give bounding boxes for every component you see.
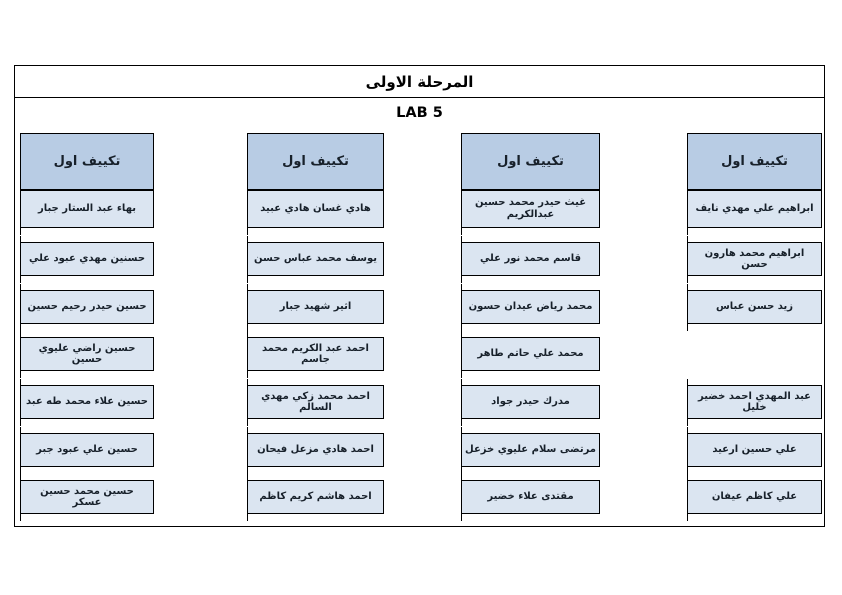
schedule-table: المرحلة الاولى LAB 5 تكييف اول ابراهيم عل… <box>14 65 825 527</box>
student-name: مقتدى علاء خضير <box>487 491 574 503</box>
student-name-box: حسين علاء محمد طه عبد <box>19 379 154 426</box>
lab-title-row: LAB 5 <box>15 98 824 128</box>
student-name: احمد هاشم كريم كاظم <box>259 491 372 503</box>
student-name: ابراهيم محمد هارون حسن <box>704 247 805 271</box>
student-name-box: محمد علي حاتم طاهر <box>460 331 600 378</box>
student-name-box: حسين راضي عليوي حسين <box>19 331 154 378</box>
student-name-box: محمد رياض عيدان حسون <box>460 284 600 331</box>
student-name-box: مقتدى علاء خضير <box>460 474 600 521</box>
student-name-box: حسين حيدر رحيم حسين <box>19 284 154 331</box>
group-header: تكييف اول <box>20 132 154 190</box>
stage-title-row: المرحلة الاولى <box>15 66 824 98</box>
student-name-box: ابراهيم علي مهدي نايف <box>686 189 822 235</box>
stage-title: المرحلة الاولى <box>365 72 474 91</box>
student-name-box: عبد المهدي احمد خضير خليل <box>686 379 822 426</box>
group-header: تكييف اول <box>247 132 384 190</box>
student-name-box: مدرك حيدر جواد <box>460 379 600 426</box>
student-name: مدرك حيدر جواد <box>491 396 570 408</box>
student-name-box: مرتضى سلام عليوي خزعل <box>460 427 600 474</box>
student-name-box: حسنين مهدي عبود علي <box>19 236 154 283</box>
student-name-box: بهاء عبد الستار جبار <box>19 189 154 235</box>
student-name: قاسم محمد نور علي <box>479 253 582 265</box>
student-name: حسين علي عبود جبر <box>36 444 138 456</box>
student-name: محمد علي حاتم طاهر <box>477 348 584 360</box>
student-name: حسين راضي عليوي حسين <box>38 342 136 366</box>
student-name-box: زيد حسن عباس <box>686 284 822 331</box>
student-name: هادي غسان هادي عبيد <box>260 202 371 214</box>
student-name: محمد رياض عيدان حسون <box>468 301 593 313</box>
student-name-box: احمد عبد الكريم محمد جاسم <box>246 331 384 378</box>
student-name-box: حسين علي عبود جبر <box>19 427 154 474</box>
student-name-box: حسين محمد حسين عسكر <box>19 474 154 521</box>
student-name: مرتضى سلام عليوي خزعل <box>465 444 596 456</box>
student-name-box: علي كاظم عيفان <box>686 474 822 521</box>
student-name: ابراهيم علي مهدي نايف <box>695 202 814 214</box>
student-name-box: ابراهيم محمد هارون حسن <box>686 236 822 283</box>
student-name: زيد حسن عباس <box>715 301 794 313</box>
student-name: حسين علاء محمد طه عبد <box>26 396 148 408</box>
student-name: حسين حيدر رحيم حسين <box>27 301 147 313</box>
student-name: احمد هادي مزعل فيحان <box>257 444 374 456</box>
student-name: اثير شهيد جبار <box>279 301 352 313</box>
student-name-box: هادي غسان هادي عبيد <box>246 189 384 235</box>
student-name: حسين محمد حسين عسكر <box>40 485 134 509</box>
student-name: عبد المهدي احمد خضير خليل <box>697 390 812 414</box>
student-name-box: احمد محمد زكي مهدي السالم <box>246 379 384 426</box>
student-name: حسنين مهدي عبود علي <box>28 253 146 265</box>
student-name-box: غيث حيدر محمد حسين عبدالكريم <box>460 189 600 235</box>
group-header: تكييف اول <box>461 132 600 190</box>
group-header: تكييف اول <box>687 132 822 190</box>
student-name: احمد محمد زكي مهدي السالم <box>261 390 370 414</box>
student-name: يوسف محمد عباس حسن <box>254 253 377 265</box>
student-name: غيث حيدر محمد حسين عبدالكريم <box>474 197 587 220</box>
student-name: احمد عبد الكريم محمد جاسم <box>262 342 369 366</box>
student-name-box: قاسم محمد نور علي <box>460 236 600 283</box>
student-name-box: اثير شهيد جبار <box>246 284 384 331</box>
student-name: علي حسين ارعيد <box>712 444 797 456</box>
student-name: بهاء عبد الستار جبار <box>37 202 137 214</box>
student-name-box: يوسف محمد عباس حسن <box>246 236 384 283</box>
student-name: علي كاظم عيفان <box>711 491 798 503</box>
student-name-box: علي حسين ارعيد <box>686 427 822 474</box>
student-name-box: احمد هاشم كريم كاظم <box>246 474 384 521</box>
lab-title: LAB 5 <box>396 105 443 121</box>
student-name-box: احمد هادي مزعل فيحان <box>246 427 384 474</box>
